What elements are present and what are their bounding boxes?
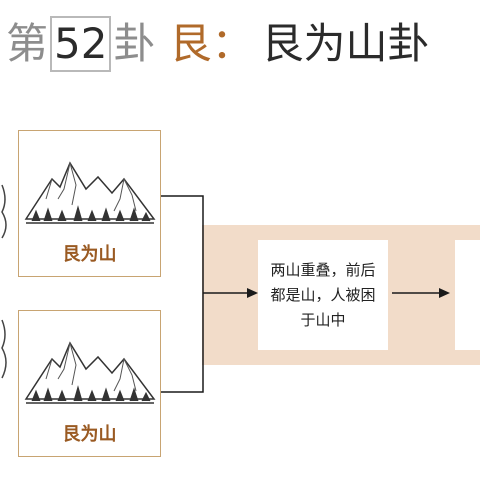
left-brace-top [1,184,7,239]
trigram-label: 艮： [169,19,254,68]
result-box-partial [455,240,480,350]
hexagram-name: 艮为山卦 [261,19,430,68]
title-suffix: 卦 [113,19,156,68]
mountain-card-top: 艮为山 [18,130,161,277]
hexagram-number: 52 [50,16,112,72]
card-label: 艮为山 [62,424,117,445]
title-prefix: 第 [6,19,49,68]
mountain-icon [24,161,156,224]
left-brace-bottom [1,319,7,379]
mountain-icon [24,341,156,404]
mountain-card-bottom: 艮为山 [18,310,161,457]
description-text: 两山重叠，前后都是山，人被困于山中 [270,260,376,329]
arrowhead-center [247,288,258,298]
card-label: 艮为山 [62,244,117,265]
description-box: 两山重叠，前后都是山，人被困于山中 [258,240,388,350]
connector-top [161,195,204,293]
connector-bottom [161,293,204,393]
arrowhead-right [439,288,450,298]
